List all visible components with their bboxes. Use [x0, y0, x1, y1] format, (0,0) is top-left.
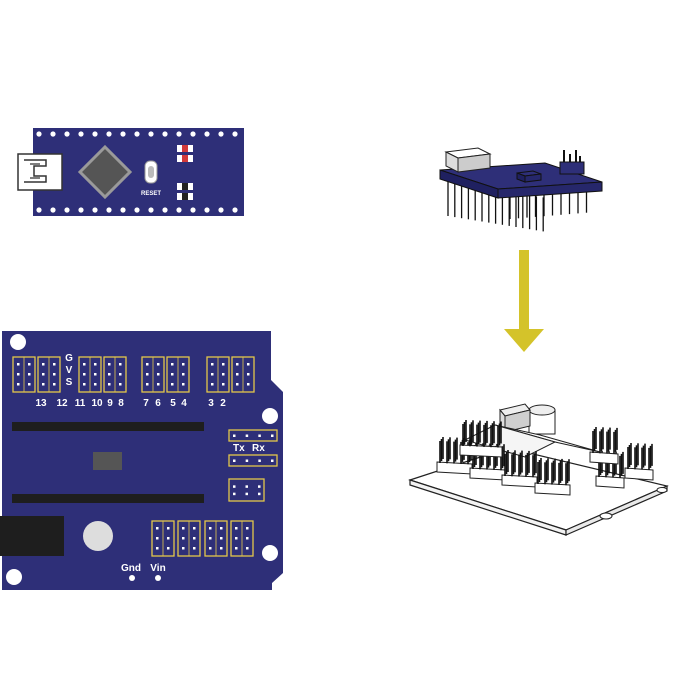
- gvs-letter-v: V: [66, 365, 73, 376]
- pin-hole: [50, 131, 55, 136]
- pin-hole: [190, 207, 195, 212]
- usb-mini-connector-icon: [18, 154, 62, 190]
- pin-hole: [106, 131, 111, 136]
- pin-hole: [204, 207, 209, 212]
- arduino-nano-isometric: [440, 148, 602, 231]
- pin-hole: [64, 207, 69, 212]
- iso-header-block: [590, 427, 618, 464]
- vin-label: Vin: [150, 563, 165, 574]
- pin-label: 13: [35, 398, 47, 409]
- pin-label: 2: [220, 398, 226, 409]
- power-jack-icon: [0, 516, 64, 556]
- pin-hole: [148, 207, 153, 212]
- nano-iso-chip-icon: [517, 171, 541, 182]
- pin-hole: [190, 131, 195, 136]
- chip-icon: [93, 452, 122, 470]
- expansion-shield-isometric: [410, 404, 667, 535]
- mount-hole: [6, 569, 22, 585]
- socket-strip-bottom: [12, 494, 204, 503]
- mount-hole: [600, 513, 612, 519]
- gnd-label: Gnd: [121, 563, 141, 574]
- pin-hole: [106, 207, 111, 212]
- pin-hole: [78, 131, 83, 136]
- gvs-letter-g: G: [65, 353, 73, 364]
- pin-label: 4: [181, 398, 187, 409]
- vin-pad: [155, 575, 161, 581]
- pin-hole: [92, 207, 97, 212]
- pin-label: 5: [170, 398, 176, 409]
- pin-hole: [232, 207, 237, 212]
- pin-hole: [120, 207, 125, 212]
- pin-label: 11: [75, 398, 86, 409]
- pin-hole: [176, 207, 181, 212]
- iso-header-block: [625, 443, 653, 480]
- pin-label: 8: [118, 398, 124, 409]
- rx-label: Rx: [252, 443, 265, 454]
- pin-hole: [120, 131, 125, 136]
- pin-label: 3: [208, 398, 214, 409]
- pin-hole: [232, 131, 237, 136]
- socket-strip-top: [12, 422, 204, 431]
- nano-iso-usb-icon: [446, 148, 490, 172]
- mount-hole: [262, 408, 278, 424]
- nano-board: [33, 128, 244, 216]
- pin-label: 12: [56, 398, 68, 409]
- nano-pin-row-bottom: [36, 207, 237, 212]
- arrow-down-icon: [504, 250, 544, 352]
- pin-label: 6: [155, 398, 161, 409]
- pin-hole: [162, 131, 167, 136]
- gnd-pad: [129, 575, 135, 581]
- pin-hole: [162, 207, 167, 212]
- pin-hole: [218, 131, 223, 136]
- mount-hole: [657, 488, 667, 493]
- gvs-letter-s: S: [66, 377, 73, 388]
- arduino-nano-top-view: RESET: [18, 128, 244, 216]
- pin-hole: [148, 131, 153, 136]
- expansion-shield-top-view: G V S 13 12 11 10 9 8 7 6 5 4 3 2 Tx Rx …: [0, 331, 283, 590]
- pin-hole: [78, 207, 83, 212]
- pin-hole: [134, 207, 139, 212]
- shield-iso-capacitor-icon: [529, 405, 555, 434]
- pin-hole: [134, 131, 139, 136]
- reset-button-icon: [145, 161, 157, 183]
- pin-hole: [204, 131, 209, 136]
- pin-hole: [92, 131, 97, 136]
- pin-label: 7: [143, 398, 149, 409]
- pin-label: 9: [107, 398, 113, 409]
- mount-hole: [10, 334, 26, 350]
- pin-hole: [50, 207, 55, 212]
- pin-label: 10: [91, 398, 103, 409]
- reset-label: RESET: [141, 191, 161, 197]
- tx-label: Tx: [233, 443, 245, 454]
- pin-hole: [36, 207, 41, 212]
- pin-hole: [218, 207, 223, 212]
- capacitor-icon: [83, 521, 113, 551]
- pin-hole: [176, 131, 181, 136]
- nano-pin-row-top: [36, 131, 237, 136]
- pin-hole: [36, 131, 41, 136]
- mount-hole: [262, 545, 278, 561]
- nano-iso-header-icon: [560, 150, 584, 174]
- pin-hole: [64, 131, 69, 136]
